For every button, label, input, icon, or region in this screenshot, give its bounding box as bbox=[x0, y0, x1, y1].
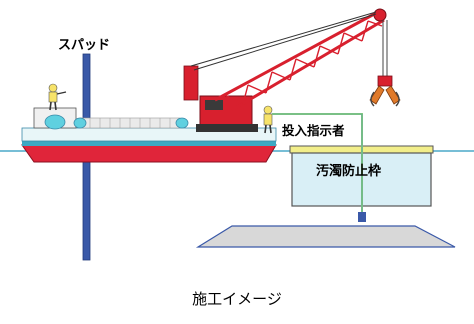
worker-instructor bbox=[263, 105, 273, 134]
diagram-caption: 施工イメージ bbox=[192, 290, 282, 308]
crane-tracks bbox=[196, 124, 258, 132]
grab-bucket bbox=[369, 75, 401, 107]
spud-label: スパッド bbox=[58, 38, 111, 53]
instructor-label: 投入指示者 bbox=[282, 123, 345, 138]
instruction-weight bbox=[358, 212, 366, 222]
deck-tank bbox=[44, 114, 66, 130]
boom-pendant-line-2 bbox=[193, 13, 377, 71]
barge-hull bbox=[21, 144, 277, 163]
worker-on-deck bbox=[48, 83, 67, 111]
crane-gantry bbox=[183, 65, 199, 101]
crane-window bbox=[205, 100, 223, 110]
boom-pendant-line bbox=[190, 11, 377, 67]
silt-curtain-label: 汚濁防止枠 bbox=[316, 164, 382, 179]
crane-boom bbox=[214, 8, 387, 112]
deck-drum bbox=[73, 117, 87, 129]
hull-stripe bbox=[22, 140, 276, 146]
deck-cargo-lines bbox=[89, 118, 171, 128]
deck-drum-2 bbox=[175, 117, 189, 129]
instruction-line-core bbox=[272, 113, 363, 213]
seabed-mound bbox=[195, 225, 456, 248]
